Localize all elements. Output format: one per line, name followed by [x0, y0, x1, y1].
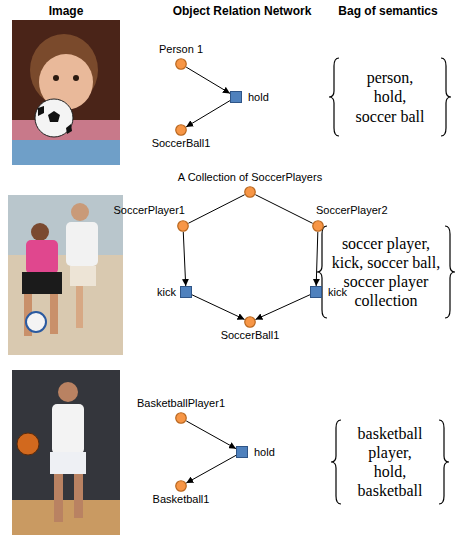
node-label: Basketball1: [153, 493, 210, 506]
head: [71, 203, 89, 221]
node-label: Person 1: [159, 43, 203, 56]
edges: [183, 67, 318, 483]
circle-outline: [175, 58, 187, 70]
jersey: [52, 404, 84, 454]
relation-node: kick: [310, 286, 322, 298]
node-label: SoccerPlayer2: [316, 204, 388, 217]
soccer-ball: [26, 312, 46, 332]
circle-outline: [177, 220, 189, 232]
soccer-ball: [35, 99, 73, 137]
node-label: SoccerBall1: [152, 137, 211, 150]
relation-edge: [255, 295, 310, 320]
object-circle: [176, 125, 187, 136]
relation-edge: [255, 195, 312, 224]
leg: [54, 474, 63, 522]
photo-ground: [12, 20, 120, 165]
right-brace: [441, 58, 451, 136]
head: [58, 382, 78, 402]
white-shirt: [66, 222, 98, 266]
circle-outline: [244, 186, 256, 198]
object-circle: [245, 317, 256, 328]
object-node: Person 1: [175, 58, 187, 70]
right-brace: [439, 420, 449, 504]
basketball: [17, 433, 39, 455]
column-header: Image: [49, 4, 84, 18]
ball-patch: [66, 124, 72, 134]
node-label: SoccerBall1: [221, 329, 280, 342]
circle-outline: [175, 480, 187, 492]
semantics-list: person, hold, soccer ball: [352, 68, 428, 126]
relation-edge: [186, 101, 230, 127]
relation-edge: [188, 195, 244, 224]
object-node: A Collection of SoccerPlayers: [244, 186, 256, 198]
node-label: A Collection of SoccerPlayers: [178, 171, 322, 184]
court: [12, 500, 120, 535]
right-brace: [445, 226, 455, 318]
photo-ground: [8, 195, 123, 355]
left-brace: [317, 226, 327, 318]
relation-edge: [316, 232, 318, 286]
basketball-photo: [12, 370, 120, 535]
object-node: SoccerPlayer1: [177, 220, 189, 232]
object-circle: [313, 221, 324, 232]
circle-outline: [175, 412, 187, 424]
leg: [74, 474, 83, 518]
relation-node: kick: [180, 286, 192, 298]
circle-outline: [175, 124, 187, 136]
left-brace: [331, 420, 341, 504]
blanket-stripe: [12, 140, 120, 165]
relation-edge: [183, 232, 185, 286]
semantics-list: basketball player, hold, basketball: [353, 424, 427, 501]
relation-edge: [186, 67, 230, 93]
head: [31, 223, 49, 241]
object-circle: [176, 481, 187, 492]
object-circle: [176, 59, 187, 70]
pink-shirt: [26, 240, 58, 274]
eye: [53, 75, 59, 81]
shorts: [50, 452, 86, 474]
shorts: [70, 266, 96, 286]
node-label: hold: [254, 446, 275, 459]
object-node: Basketball1: [175, 480, 187, 492]
sky: [8, 195, 123, 255]
circle-outline: [312, 220, 324, 232]
relation-edge: [186, 455, 236, 483]
node-label: BasketballPlayer1: [137, 397, 225, 410]
left-brace: [329, 58, 339, 136]
object-node: BasketballPlayer1: [175, 412, 187, 424]
soccer-photo: [8, 195, 123, 355]
object-circle: [245, 187, 256, 198]
object-node: SoccerPlayer2: [312, 220, 324, 232]
leg: [76, 286, 83, 328]
node-label: hold: [248, 91, 269, 104]
ball-patch: [38, 106, 44, 116]
relation-edge: [192, 295, 245, 320]
photo-ground: [12, 370, 120, 535]
eye: [73, 75, 79, 81]
object-node: SoccerBall1: [244, 316, 256, 328]
node-label: kick: [157, 286, 176, 299]
object-node: SoccerBall1: [175, 124, 187, 136]
object-circle: [176, 413, 187, 424]
relation-node: hold: [236, 446, 248, 458]
column-header: Object Relation Network: [173, 4, 312, 18]
leg: [50, 294, 58, 334]
semantics-list: soccer player, kick, soccer ball, soccer…: [327, 234, 445, 311]
relation-edge: [186, 421, 236, 449]
object-circle: [178, 221, 189, 232]
braces: [317, 58, 455, 504]
circle-outline: [244, 316, 256, 328]
ball-patch: [48, 111, 60, 122]
shorts: [22, 272, 62, 294]
node-label: SoccerPlayer1: [113, 204, 185, 217]
baby-photo: [12, 20, 120, 165]
relation-node: hold: [230, 91, 242, 103]
node-label: kick: [328, 286, 347, 299]
column-header: Bag of semantics: [338, 4, 437, 18]
